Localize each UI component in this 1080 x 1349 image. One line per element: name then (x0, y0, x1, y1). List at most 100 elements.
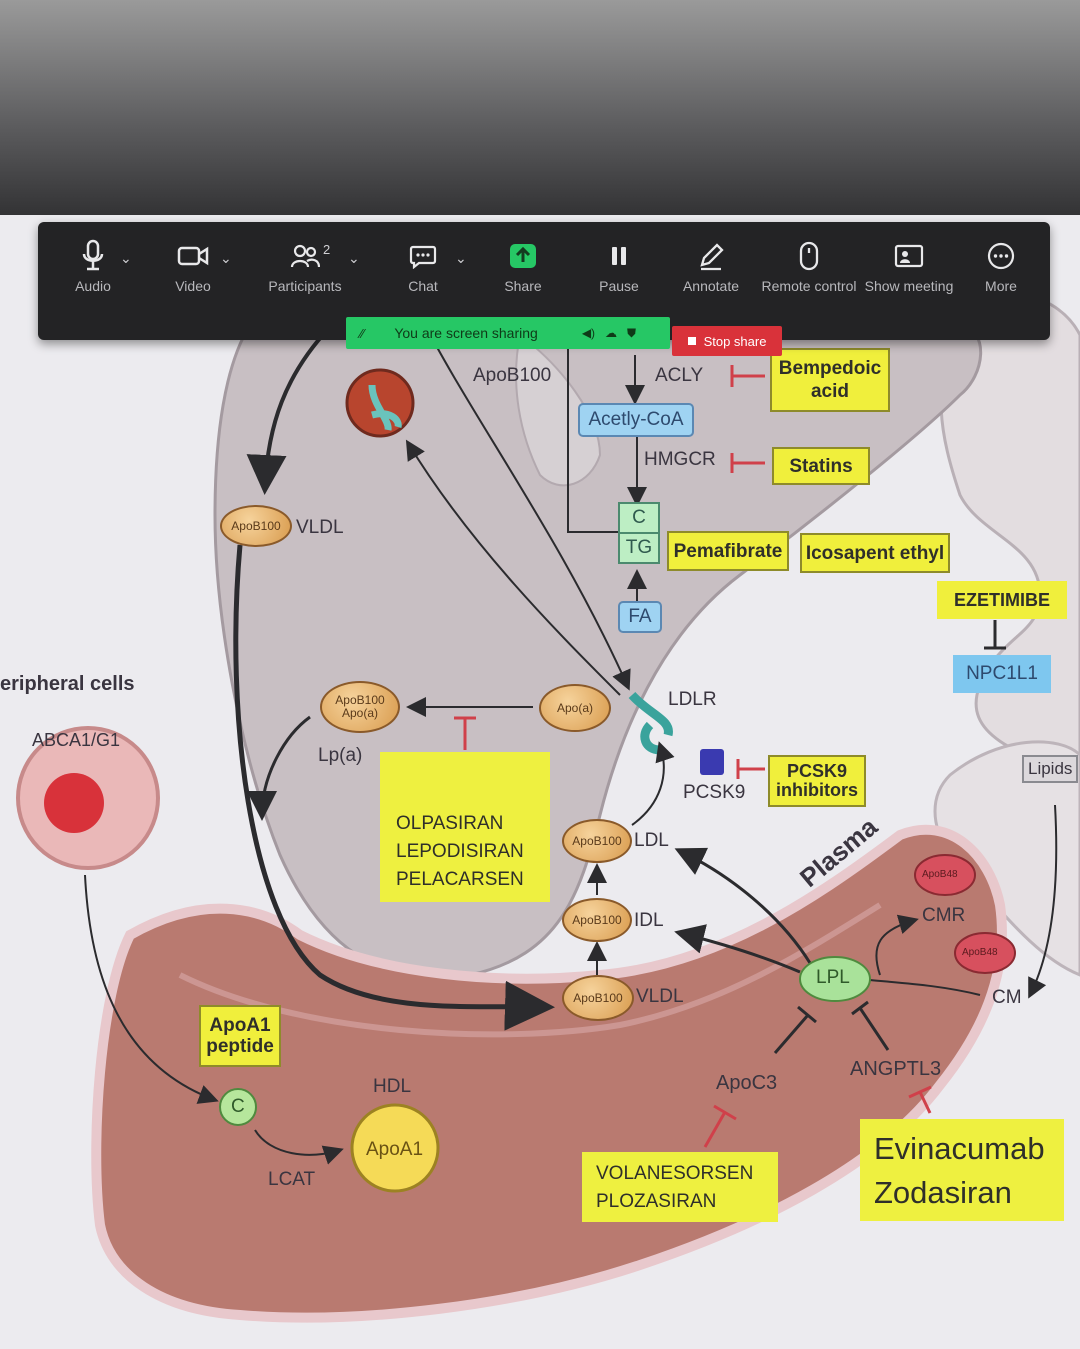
hmgcr-label: HMGCR (644, 449, 716, 470)
vldl-secretion-arrow (246, 325, 332, 495)
ldlr-label: LDLR (668, 689, 717, 710)
show-meeting-button[interactable]: Show meeting (864, 234, 954, 294)
pcsk9-square (700, 749, 724, 775)
ldl-label: LDL (634, 830, 669, 851)
apoa-particle: Apo(a) (539, 684, 611, 732)
vldl-plasma-label: VLDL (636, 986, 684, 1007)
lpl-ldl-arrow (674, 847, 812, 964)
apob48-cm-label: ApoB48 (962, 947, 998, 958)
stop-share-button[interactable]: Stop share (672, 326, 782, 356)
chat-chevron-down-icon[interactable]: ⌄ (455, 250, 467, 266)
audio-button[interactable]: Audio (48, 234, 138, 294)
pencil-icon (666, 234, 756, 278)
more-button[interactable]: More (956, 234, 1046, 294)
participants-button[interactable]: Participants (260, 234, 350, 294)
evinacumab-box: Evinacumab Zodasiran (860, 1119, 1064, 1221)
show-meeting-icon (864, 234, 954, 278)
ezetimibe-inhibition (984, 620, 1006, 650)
mouse-icon (754, 234, 864, 278)
lpl-enzyme (799, 956, 871, 1002)
lpl-inhibition (773, 1000, 890, 1054)
vldl-plasma-arrow (233, 544, 555, 1031)
apob48-cmr-label: ApoB48 (922, 869, 958, 880)
cm-lpl-line (869, 979, 981, 996)
apob100-vldl-plasma-particle: ApoB100 (562, 975, 634, 1021)
audio-chevron-down-icon[interactable]: ⌄ (120, 250, 132, 266)
share-button[interactable]: Share (478, 234, 568, 294)
participants-count: 2 (323, 242, 331, 257)
apob100-vldl-liver-particle: ApoB100 (220, 505, 292, 547)
lcat-label: LCAT (268, 1169, 316, 1190)
cholesterol-c (219, 1088, 257, 1126)
pcsk9-inhibitors-box: PCSK9 inhibitors (768, 755, 866, 807)
acetyl-coa-box: Acetly-CoA (578, 403, 694, 437)
fa-box: FA (618, 601, 662, 633)
drag-handle-icon[interactable]: ⁄⁄ (360, 325, 365, 341)
chat-icon (378, 234, 468, 278)
microphone-icon (48, 234, 138, 278)
apoc3-label: ApoC3 (716, 1072, 778, 1094)
npc1l1-box: NPC1L1 (953, 655, 1051, 693)
abca1-label: ABCA1/G1 (32, 730, 121, 750)
lpl-idl-arrow (674, 924, 801, 974)
ldl-ldlr-arrow (631, 741, 675, 826)
bempedoic-acid-box: Bempedoic acid (770, 348, 890, 412)
ldlr-receptor-icon (628, 691, 673, 755)
evinacumab-label: Evinacumab (874, 1131, 1045, 1166)
pemafibrate-box: Pemafibrate (667, 531, 789, 571)
plozasiran-label: PLOZASIRAN (596, 1191, 717, 1212)
zodasiran-label: Zodasiran (874, 1175, 1012, 1210)
pause-label: Pause (599, 278, 639, 294)
shield-icon: ⛊ (627, 325, 637, 340)
olpasiran-label: OLPASIRAN (396, 813, 504, 834)
cm-label: CM (992, 987, 1022, 1008)
annotate-button[interactable]: Annotate (666, 234, 756, 294)
share-screen-icon (478, 234, 568, 278)
tg-box: TG (618, 532, 660, 564)
c-label: C (231, 1096, 245, 1117)
annotate-label: Annotate (682, 278, 740, 294)
stop-square-icon (687, 337, 696, 345)
chat-button[interactable]: Chat (378, 234, 468, 294)
tg-line (567, 345, 625, 533)
c-box: C (618, 502, 660, 534)
lpl-label: LPL (816, 967, 850, 988)
lpa-label: Lp(a) (318, 745, 363, 766)
participants-chevron-down-icon[interactable]: ⌄ (348, 250, 360, 266)
hdl-label: HDL (373, 1076, 412, 1097)
receptor-recycle-arrow (405, 439, 621, 696)
apob100-idl-particle: ApoB100 (562, 898, 632, 942)
pause-button[interactable]: Pause (574, 234, 664, 294)
idl-label: IDL (634, 910, 664, 931)
apob100-top-label: ApoB100 (473, 365, 552, 386)
hdl-particle (350, 1103, 440, 1193)
apob48-cm-particle (954, 932, 1016, 974)
speaker-icon: ◀) (581, 326, 596, 340)
video-button[interactable]: Video (148, 234, 238, 294)
cell-nucleus (44, 773, 104, 833)
acly-label: ACLY (655, 365, 704, 386)
more-label: More (985, 278, 1017, 294)
pcsk9-label: PCSK9 (683, 782, 746, 803)
remote-control-label: Remote control (761, 278, 857, 294)
lcat-arrow (254, 1129, 344, 1165)
audio-label: Audio (75, 278, 111, 294)
participants-icon (260, 234, 350, 278)
lpl-cmr-arrow (875, 914, 919, 976)
screen-sharing-banner[interactable]: ⁄⁄ You are screen sharing ◀) ☁ ⛊ (346, 317, 670, 349)
angptl3-label: ANGPTL3 (850, 1058, 942, 1080)
lipids-cm-arrow (1028, 804, 1058, 999)
volanesorsen-label: VOLANESORSEN (596, 1163, 754, 1184)
apoa1-label: ApoA1 (366, 1139, 424, 1160)
cmr-label: CMR (922, 905, 966, 926)
lpa-arrow (247, 715, 311, 821)
remote-control-button[interactable]: Remote control (754, 234, 864, 294)
ldl-uptake-arrow (419, 314, 631, 691)
ezetimibe-box: EZETIMIBE (937, 581, 1067, 619)
pause-icon (574, 234, 664, 278)
stop-share-label: Stop share (703, 333, 767, 349)
video-chevron-down-icon[interactable]: ⌄ (220, 250, 232, 266)
apob48-cmr-particle (914, 854, 976, 896)
video-camera-icon (148, 234, 238, 278)
gallbladder-shape (515, 333, 602, 487)
